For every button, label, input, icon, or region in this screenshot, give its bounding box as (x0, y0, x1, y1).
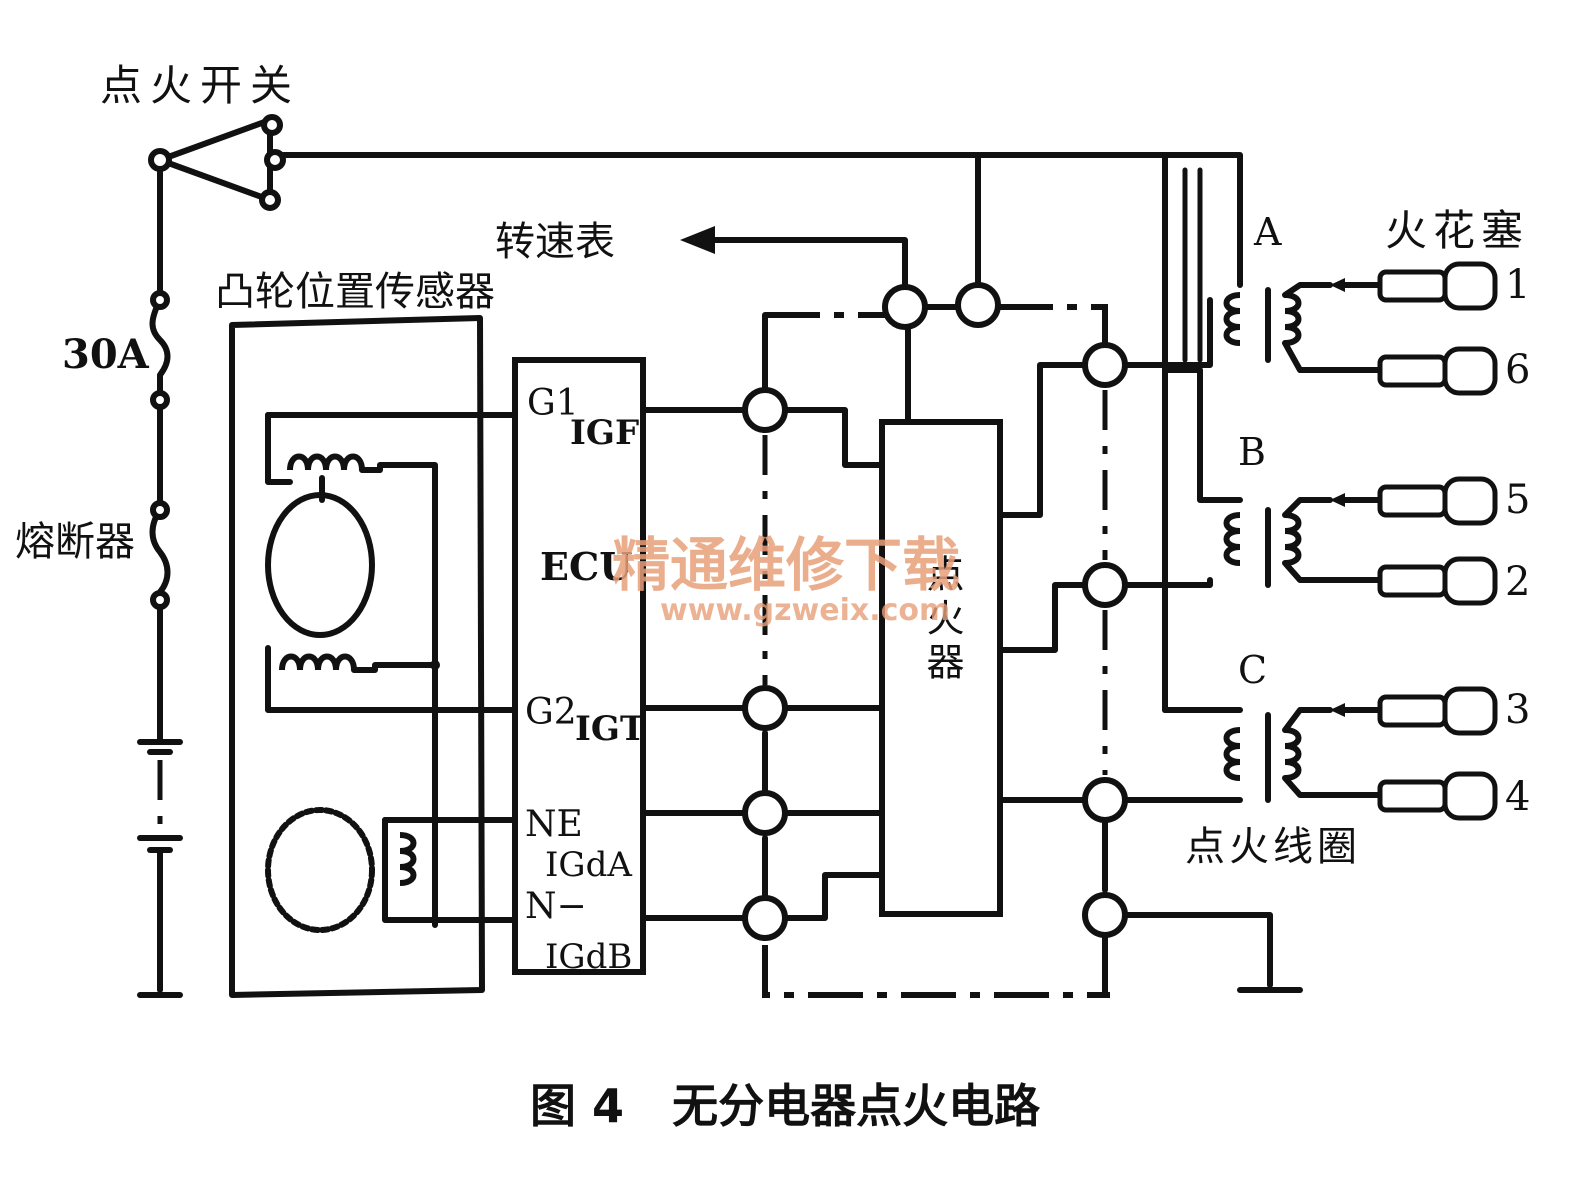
watermark-title: 精通维修下载 (612, 531, 960, 599)
igniter-block (879, 152, 1108, 917)
coil-c (1223, 707, 1383, 803)
coil-c-label: C (1238, 648, 1267, 692)
spark-plug-6 (1377, 346, 1498, 396)
spark-plugs (1330, 261, 1498, 821)
coil-b-label: B (1238, 430, 1266, 474)
pin-igf-label: IGF (570, 413, 639, 453)
ignition-switch (148, 114, 1168, 211)
tachometer-label: 转速表 (495, 219, 615, 265)
ecu-igniter-wiring (640, 312, 1110, 998)
igniter-label: 点火器 (920, 554, 964, 686)
ignition-coil-label: 点火线圈 (1185, 824, 1361, 870)
tachometer-arrow (680, 226, 908, 288)
pin-igt-label: IGT (575, 709, 645, 749)
coil-power-bus (1162, 152, 1243, 713)
plug-number-5: 5 (1505, 477, 1530, 523)
plug-number-2: 2 (1505, 559, 1530, 605)
ecu-block (467, 357, 646, 975)
plug-number-6: 6 (1505, 347, 1530, 393)
cam-sensor-label: 凸轮位置传感器 (215, 269, 495, 315)
plug-number-4: 4 (1505, 774, 1530, 820)
watermark-url: www.gzweix.com (660, 593, 950, 628)
power-supply-branch (137, 162, 183, 998)
spark-plug-2 (1377, 556, 1498, 606)
pin-igda-label: IGdA (545, 845, 632, 885)
pin-g1-label: G1 (527, 383, 579, 424)
figure-caption: 图 4 无分电器点火电路 (530, 1079, 1041, 1133)
cam-sensor (229, 315, 485, 998)
fuse-label: 熔断器 (15, 519, 135, 565)
pin-g2-label: G2 (525, 692, 577, 733)
plug-number-1: 1 (1505, 262, 1530, 308)
pin-igdb-label: IGdB (545, 937, 632, 977)
ignition-switch-label: 点火开关 (100, 61, 300, 110)
coil-a (1223, 282, 1383, 373)
spark-plug-1 (1330, 261, 1498, 311)
pin-ne-label: NE (525, 804, 583, 845)
pin-n-minus-label: N− (525, 886, 587, 927)
igniter-coil-wiring (997, 297, 1303, 998)
spark-plug-3 (1330, 686, 1498, 736)
fuse-30a-label: 30A (62, 331, 150, 378)
spark-plug-4 (1377, 771, 1498, 821)
coil-b (1223, 497, 1383, 588)
coil-a-label: A (1253, 210, 1282, 254)
spark-plug-5 (1330, 476, 1498, 526)
plug-number-3: 3 (1505, 687, 1530, 733)
spark-plug-label: 火花塞 (1385, 206, 1529, 255)
ecu-label: ECU (540, 544, 632, 589)
